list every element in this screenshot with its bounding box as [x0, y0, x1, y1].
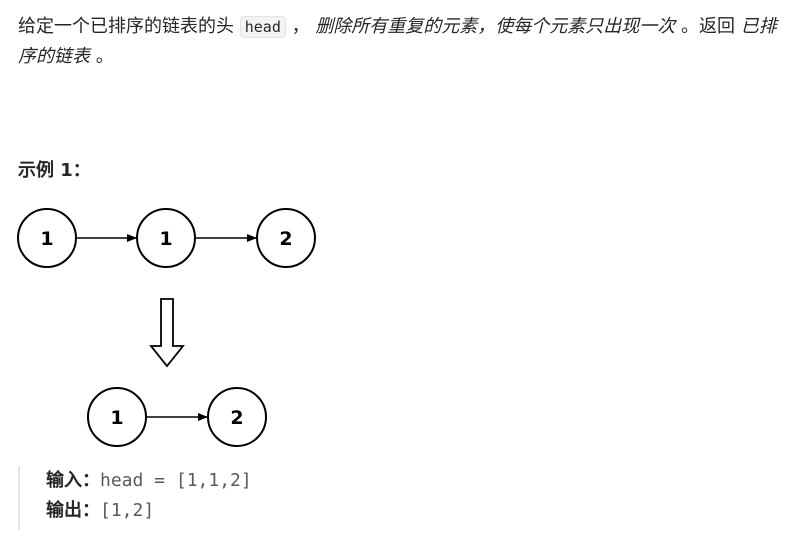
transform-arrow-icon — [149, 298, 185, 368]
list-node — [207, 387, 267, 447]
description-text: 。 — [90, 46, 114, 67]
description-text: ， — [285, 16, 316, 37]
output-label: 输出： — [46, 500, 100, 521]
node-value: 1 — [159, 228, 172, 250]
node-value: 2 — [279, 228, 292, 250]
output-value: [1,2] — [100, 500, 155, 521]
example-io-block: 输入：head = [1,1,2] 输出：[1,2] — [18, 466, 252, 530]
description-text: 。返回 — [675, 16, 741, 37]
description-text: 给定一个已排序的链表的头 — [18, 16, 240, 37]
node-value: 1 — [40, 228, 53, 250]
problem-description: 给定一个已排序的链表的头 head ， 删除所有重复的元素，使每个元素只出现一次… — [18, 12, 778, 72]
after-list: 1 2 — [87, 387, 267, 447]
description-emphasis: 已排序的链表 — [18, 16, 777, 67]
before-list: 1 1 2 — [17, 208, 316, 268]
input-label: 输入： — [46, 470, 100, 491]
example-title: 示例 1： — [18, 160, 91, 181]
code-head: head — [239, 16, 286, 38]
input-value: head = [1,1,2] — [100, 470, 252, 491]
node-value: 1 — [110, 407, 123, 429]
linked-list-diagram: 1 1 2 1 2 — [17, 208, 316, 447]
output-line: 输出：[1,2] — [46, 496, 252, 526]
list-node — [256, 208, 316, 268]
input-line: 输入：head = [1,1,2] — [46, 466, 252, 496]
description-emphasis: 删除所有重复的元素，使每个元素只出现一次 — [315, 16, 676, 37]
node-value: 2 — [230, 407, 243, 429]
